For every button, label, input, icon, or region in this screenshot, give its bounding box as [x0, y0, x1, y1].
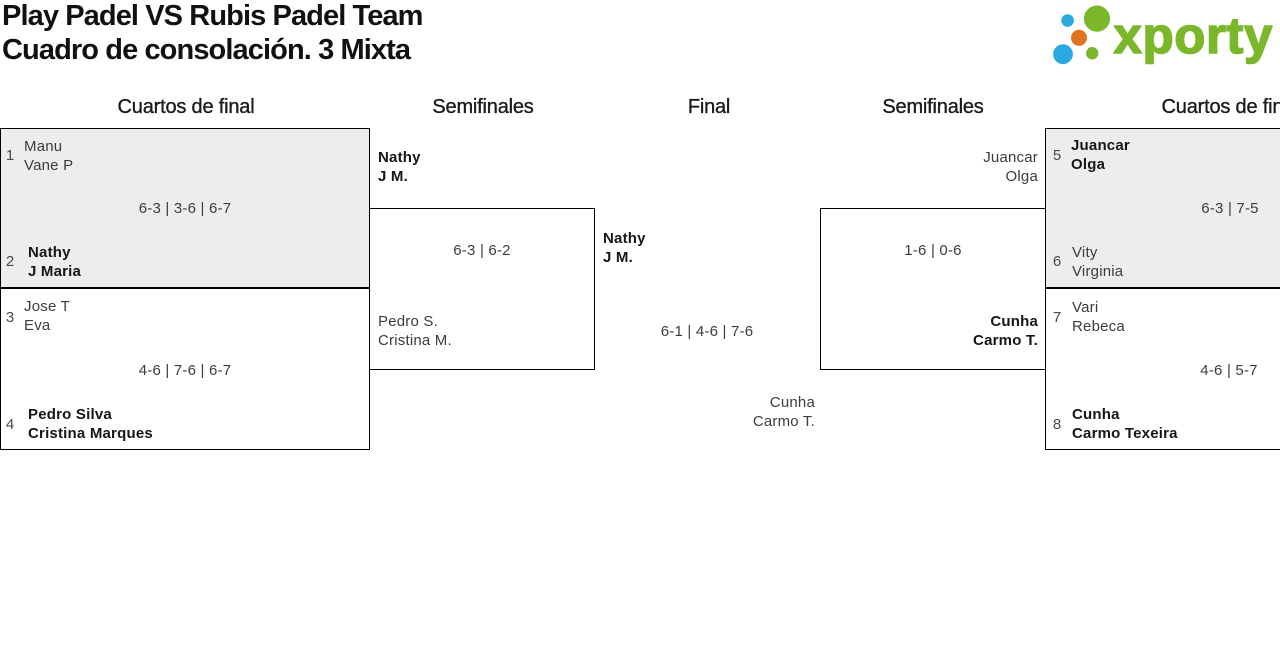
- svg-text:xporty: xporty: [1114, 7, 1274, 64]
